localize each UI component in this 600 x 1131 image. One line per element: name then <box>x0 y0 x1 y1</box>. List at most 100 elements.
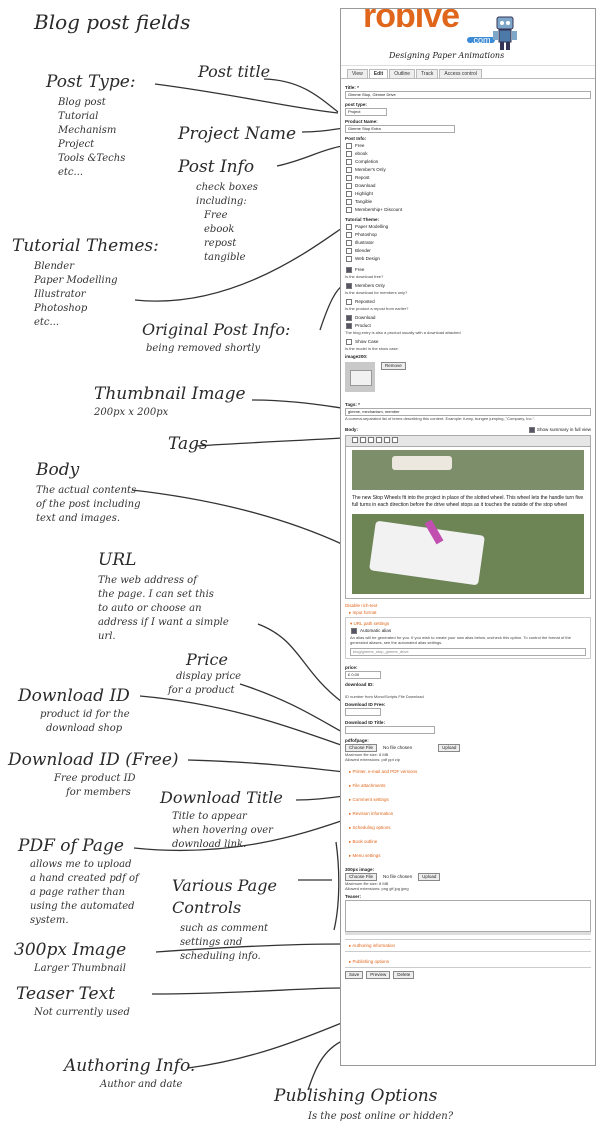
automatic-alias-option[interactable]: Automatic alias <box>351 627 586 635</box>
italic-icon[interactable] <box>360 437 366 443</box>
page-control-link[interactable]: ▸ Printer, e-mail and PDF versions <box>349 769 418 774</box>
download-id-title-input[interactable] <box>345 726 435 734</box>
post-info-checkbox[interactable] <box>346 151 352 157</box>
page-control-link[interactable]: ▸ File attachments <box>349 783 386 788</box>
post-info-option[interactable]: Highlight <box>346 190 591 198</box>
image300-allowed-extensions: Allowed extensions: png gif jpg jpeg <box>345 886 409 891</box>
original-info-option[interactable]: Reposted <box>346 298 591 306</box>
bold-icon[interactable] <box>352 437 358 443</box>
link-icon[interactable] <box>376 437 382 443</box>
pdf-upload-button[interactable]: Upload <box>438 744 461 752</box>
preview-button[interactable]: Preview <box>366 971 391 979</box>
tab-edit[interactable]: Edit <box>368 69 389 78</box>
original-info-option[interactable]: Product <box>346 322 591 330</box>
post-type-item: Tutorial <box>58 111 99 122</box>
post-info-checkbox[interactable] <box>346 159 352 165</box>
annotation-publishing-options: Publishing Options <box>274 1086 438 1106</box>
page-control-link[interactable]: ▸ Revision information <box>349 811 394 816</box>
post-info-option[interactable]: Member's Only <box>346 166 591 174</box>
page-control-link[interactable]: ▸ Scheduling options <box>349 825 391 830</box>
post-info-option[interactable]: Completion <box>346 158 591 166</box>
delete-button[interactable]: Delete <box>393 971 415 979</box>
url-path-settings-toggle[interactable]: ▾ URL path settings <box>350 621 390 626</box>
product-name-input[interactable]: Gimme Stop Extra <box>345 125 455 133</box>
automatic-alias-checkbox[interactable] <box>351 628 357 634</box>
tutorial-theme-checkbox[interactable] <box>346 224 352 230</box>
post-info-checkbox[interactable] <box>346 191 352 197</box>
original-info-option[interactable]: Show Case <box>346 338 591 346</box>
teaser-textarea[interactable] <box>345 900 591 932</box>
remove-image-button[interactable]: Remove <box>381 362 406 370</box>
tutorial-theme-option[interactable]: Illustrator <box>346 239 591 247</box>
image300-choose-file-button[interactable]: Choose File <box>345 873 378 881</box>
body-editor[interactable]: The new Stop Wheels fit into the project… <box>345 435 591 599</box>
original-info-checkbox[interactable] <box>346 267 352 273</box>
original-info-checkbox[interactable] <box>346 299 352 305</box>
original-info-checkbox[interactable] <box>346 323 352 329</box>
page-control-link[interactable]: ▸ Book outline <box>349 839 378 844</box>
download-title-notes: Title to appear when hovering over downl… <box>172 810 273 852</box>
page-control-link[interactable]: ▸ Menu settings <box>349 853 381 858</box>
show-summary-checkbox[interactable] <box>528 427 535 433</box>
post-info-option[interactable]: Download <box>346 182 591 190</box>
post-info-checkbox[interactable] <box>346 167 352 173</box>
page-controls-note-line: scheduling info. <box>180 951 261 962</box>
post-info-option[interactable]: Free <box>346 142 591 150</box>
image300-max-size: Maximum file size: 8 MB <box>345 881 389 886</box>
post-type-select[interactable]: Project <box>345 108 387 116</box>
page-controls-note-line: settings and <box>180 937 243 948</box>
site-logo[interactable]: robive <box>363 8 460 35</box>
original-info-option[interactable]: Members Only <box>346 282 591 290</box>
download-title-note-line: when hovering over <box>172 825 273 836</box>
show-summary-toggle[interactable]: Show summary in full view <box>528 427 591 433</box>
pdf-choose-file-button[interactable]: Choose File <box>345 744 378 752</box>
original-info-option[interactable]: Free <box>346 266 591 274</box>
tutorial-theme-checkbox[interactable] <box>346 232 352 238</box>
tab-view[interactable]: View <box>347 69 368 78</box>
post-info-checkbox[interactable] <box>346 199 352 205</box>
post-info-option[interactable]: Repost <box>346 174 591 182</box>
underline-icon[interactable] <box>368 437 374 443</box>
pdf-note-line: a page rather than <box>30 887 125 898</box>
tutorial-theme-option[interactable]: Paper Modelling <box>346 223 591 231</box>
post-info-checkbox[interactable] <box>346 207 352 213</box>
page-control-link[interactable]: ▸ Comment settings <box>349 797 389 802</box>
tutorial-theme-option[interactable]: Web Design <box>346 255 591 263</box>
original-info-description: Is the product a repost from earlier? <box>345 306 409 311</box>
tutorial-theme-label: Web Design <box>355 256 380 261</box>
title-input[interactable]: Gimme Stop, Gimme Drive <box>345 91 591 99</box>
post-info-option[interactable]: ebook <box>346 150 591 158</box>
url-alias-input[interactable]: blog/gimme_stop_gimme_drive <box>350 648 586 656</box>
post-info-checkbox[interactable] <box>346 143 352 149</box>
teaser-resize-handle[interactable] <box>345 932 591 935</box>
tags-input[interactable]: gimme, mechanism, member <box>345 408 591 416</box>
original-info-checkbox[interactable] <box>346 315 352 321</box>
tab-outline[interactable]: Outline <box>389 69 416 78</box>
authoring-information-toggle[interactable]: ▸ Authoring information <box>349 943 396 948</box>
tutorial-theme-label: Illustrator <box>355 240 374 245</box>
price-input[interactable]: £ 0.00 <box>345 671 381 679</box>
post-info-checkbox[interactable] <box>346 175 352 181</box>
tutorial-theme-option[interactable]: Photoshop <box>346 231 591 239</box>
tutorial-theme-checkbox[interactable] <box>346 248 352 254</box>
original-info-checkbox[interactable] <box>346 339 352 345</box>
tab-track[interactable]: Track <box>416 69 439 78</box>
input-format-link[interactable]: ▸ Input format <box>349 610 377 615</box>
disable-rich-text-link[interactable]: Disable rich-text <box>345 603 378 608</box>
tab-access-control[interactable]: Access control <box>439 69 482 78</box>
post-info-option[interactable]: Membership+ Discount <box>346 206 591 214</box>
original-info-checkbox[interactable] <box>346 283 352 289</box>
image-icon[interactable] <box>384 437 390 443</box>
tutorial-theme-checkbox[interactable] <box>346 256 352 262</box>
url-note-line: the page. I can set this <box>98 589 214 600</box>
post-info-option[interactable]: Tangible <box>346 198 591 206</box>
publishing-options-toggle[interactable]: ▸ Publishing options <box>349 959 390 964</box>
post-info-checkbox[interactable] <box>346 183 352 189</box>
download-id-free-input[interactable] <box>345 708 381 716</box>
save-button[interactable]: Save <box>345 971 364 979</box>
list-icon[interactable] <box>392 437 398 443</box>
tutorial-theme-option[interactable]: Blender <box>346 247 591 255</box>
tutorial-theme-checkbox[interactable] <box>346 240 352 246</box>
image300-upload-button[interactable]: Upload <box>418 873 441 881</box>
original-info-option[interactable]: Download <box>346 314 591 322</box>
